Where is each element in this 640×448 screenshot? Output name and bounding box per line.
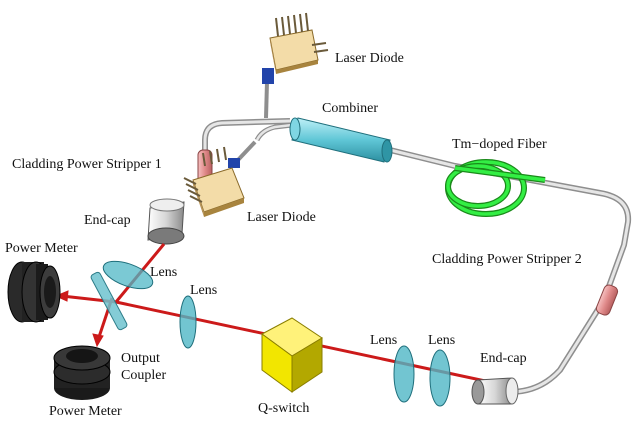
q-switch: [261, 317, 323, 393]
lens-4-label: Lens: [428, 333, 456, 348]
power-meter-bottom: [53, 345, 111, 400]
tm-doped-fiber-label: Tm−doped Fiber: [452, 137, 547, 152]
combiner: [289, 117, 393, 163]
fiber-path: [202, 81, 632, 395]
cladding-power-stripper-2: [595, 284, 619, 316]
end-cap-left-label: End-cap: [84, 213, 131, 228]
end-cap-right-label: End-cap: [480, 351, 527, 366]
lens-1-label: Lens: [150, 265, 178, 280]
tm-doped-fiber-coil: [445, 159, 546, 217]
laser-diode-top-label: Laser Diode: [335, 51, 404, 66]
q-switch-label: Q-switch: [258, 401, 310, 416]
lens-1: [102, 260, 154, 290]
cladding-power-stripper-2-label: Cladding Power Stripper 2: [432, 252, 582, 267]
power-meter-top-label: Power Meter: [5, 241, 78, 256]
lens-4: [429, 349, 451, 407]
power-meter-top: [7, 261, 61, 323]
coupler-label: Coupler: [121, 368, 167, 383]
cladding-power-stripper-1-label: Cladding Power Stripper 1: [12, 157, 162, 172]
power-meter-bottom-label: Power Meter: [49, 404, 122, 419]
output-label: Output: [121, 351, 160, 366]
output-coupler: [90, 271, 128, 331]
laser-diode-bottom: [183, 146, 245, 217]
lens-3: [393, 345, 415, 403]
lens-2: [179, 295, 197, 349]
lens-2-label: Lens: [190, 283, 218, 298]
combiner-label: Combiner: [322, 101, 378, 116]
lens-3-label: Lens: [370, 333, 398, 348]
end-cap-right: [471, 377, 519, 405]
end-cap-left: [147, 198, 185, 245]
laser-diode-bottom-label: Laser Diode: [247, 210, 316, 225]
laser-diode-top: [262, 12, 329, 84]
